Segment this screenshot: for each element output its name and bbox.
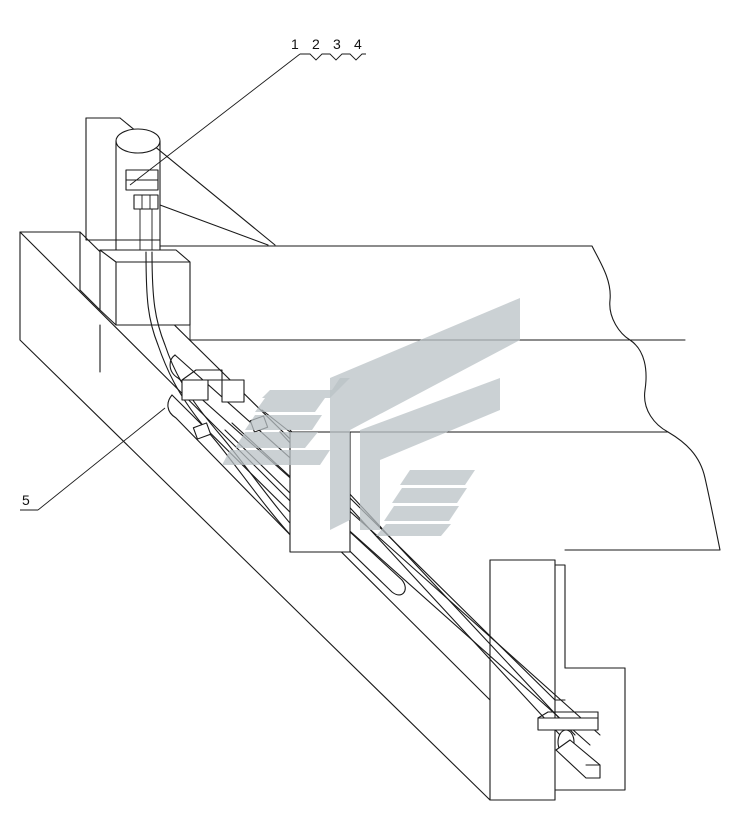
end-fitting — [537, 711, 601, 779]
lower-step-block — [554, 564, 626, 791]
callout-4: 4 — [354, 36, 362, 52]
callout-3: 3 — [333, 36, 341, 52]
callout-5: 5 — [22, 492, 30, 508]
guide-rail — [167, 354, 601, 746]
upper-beam — [85, 117, 276, 246]
callout-leaders — [20, 53, 366, 511]
support-block — [79, 249, 191, 373]
cylinder-assembly — [115, 128, 161, 263]
callout-1: 1 — [291, 36, 299, 52]
callout-2: 2 — [312, 36, 320, 52]
chevron-logo-watermark-icon — [222, 298, 520, 536]
